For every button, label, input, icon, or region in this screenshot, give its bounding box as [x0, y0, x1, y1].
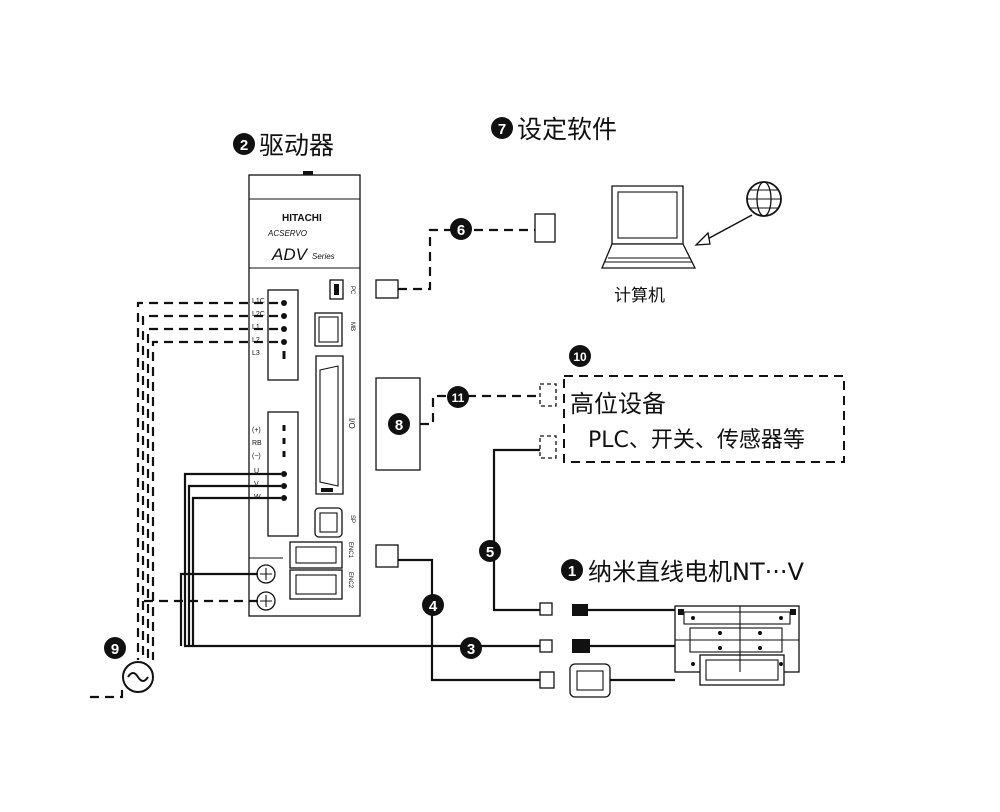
port-io-label: I/O — [347, 418, 356, 429]
driver-title: 2 驱动器 — [233, 131, 334, 160]
motor-label: 纳米直线电机NT···V — [588, 558, 804, 586]
host-examples-label: PLC、开关、传感器等 — [588, 428, 805, 453]
badge-cable-6: 6 — [457, 222, 465, 239]
badge-motor: 1 — [568, 563, 576, 580]
badge-device-10: 10 — [573, 350, 587, 364]
terminal-u: U — [254, 468, 259, 475]
badge-cable-11: 11 — [452, 391, 465, 405]
badge-software: 7 — [498, 121, 506, 138]
driver-brand: HITACHI — [282, 213, 322, 224]
motor-power-cable: 3 — [179, 472, 675, 659]
terminal-l1: L1 — [252, 324, 260, 331]
terminal-minus: (−) — [252, 453, 261, 460]
terminal-l2: L2 — [252, 337, 260, 344]
pc-cable: 6 — [375, 213, 556, 299]
badge-power: 9 — [111, 641, 119, 658]
mb-port: MB — [314, 312, 355, 347]
driver-series: ADV — [271, 245, 309, 264]
terminal-l2c: L2C — [252, 311, 265, 318]
linear-motor: 1 纳米直线电机NT···V — [561, 558, 804, 686]
terminal-rb: RB — [252, 440, 262, 447]
badge-driver: 2 — [240, 137, 248, 154]
badge-cable-5: 5 — [486, 544, 494, 561]
host-device: 10 高位设备 PLC、开关、传感器等 — [539, 345, 845, 463]
badge-cable-4: 4 — [429, 598, 438, 615]
software-label: 设定软件 — [517, 115, 617, 144]
encoder-cable: 4 — [375, 544, 675, 698]
power-lines: 9 — [90, 301, 278, 699]
port-mb-label: MB — [349, 322, 355, 331]
servo-driver: HITACHI ACSERVO ADV Series L1C L2C L1 L2… — [248, 171, 361, 617]
computer: 计算机 — [601, 181, 782, 306]
badge-device-8: 8 — [395, 417, 403, 434]
host-io-cable: 5 — [479, 448, 675, 616]
internet-globe-icon — [746, 181, 782, 217]
port-pc-label: PC — [349, 286, 355, 295]
port-enc1-label: ENC1 — [347, 542, 353, 559]
device-8: 8 — [375, 377, 421, 471]
ground-screws — [249, 557, 283, 611]
io-port: I/O — [315, 355, 356, 495]
terminal-v: V — [254, 481, 259, 488]
cable-11: 11 — [420, 386, 540, 426]
terminal-l3: L3 — [252, 350, 260, 357]
sp-port: SP — [314, 507, 355, 538]
port-enc2-label: ENC2 — [347, 572, 353, 589]
enc-ports: ENC1 ENC2 — [289, 541, 353, 600]
terminal-plus: (+) — [252, 427, 261, 434]
host-device-label: 高位设备 — [570, 390, 666, 418]
motor-stage-body — [674, 605, 800, 686]
badge-cable-3: 3 — [467, 641, 475, 658]
port-sp-label: SP — [349, 515, 355, 523]
terminal-l1c: L1C — [252, 298, 265, 305]
driver-series-suffix: Series — [312, 252, 335, 261]
pc-port: PC — [329, 279, 355, 300]
driver-label: 驱动器 — [259, 131, 334, 160]
computer-label: 计算机 — [614, 286, 665, 306]
driver-line: ACSERVO — [267, 229, 307, 238]
software-title: 7 设定软件 — [491, 115, 617, 144]
power-terminal-block: L1C L2C L1 L2 L3 — [252, 289, 299, 381]
